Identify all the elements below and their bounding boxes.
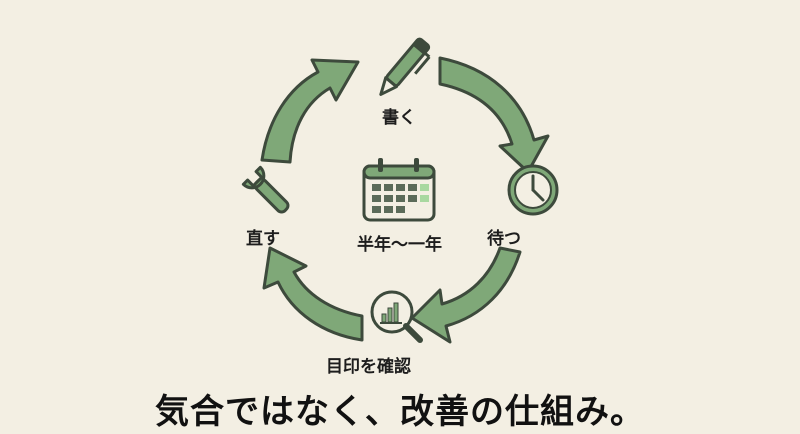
cycle-arrow-top-right (438, 56, 550, 174)
center-period-label: 半年〜一年 (357, 235, 442, 255)
step-label-check: 目印を確認 (326, 357, 411, 377)
magnifier-chart-icon (370, 290, 423, 343)
cycle-arrow-bottom-right (410, 246, 522, 344)
calendar-icon (362, 158, 436, 222)
wrench-icon (241, 165, 290, 214)
step-label-wait: 待つ (487, 229, 521, 249)
step-label-write: 書く (382, 108, 416, 128)
tagline: 気合ではなく、改善の仕組み。 (155, 392, 645, 432)
cycle-arrow-top-left (260, 58, 360, 164)
cycle-arrow-bottom-left (262, 246, 364, 342)
step-label-fix: 直す (246, 229, 280, 249)
pen-icon (379, 37, 431, 96)
clock-icon (507, 164, 559, 216)
